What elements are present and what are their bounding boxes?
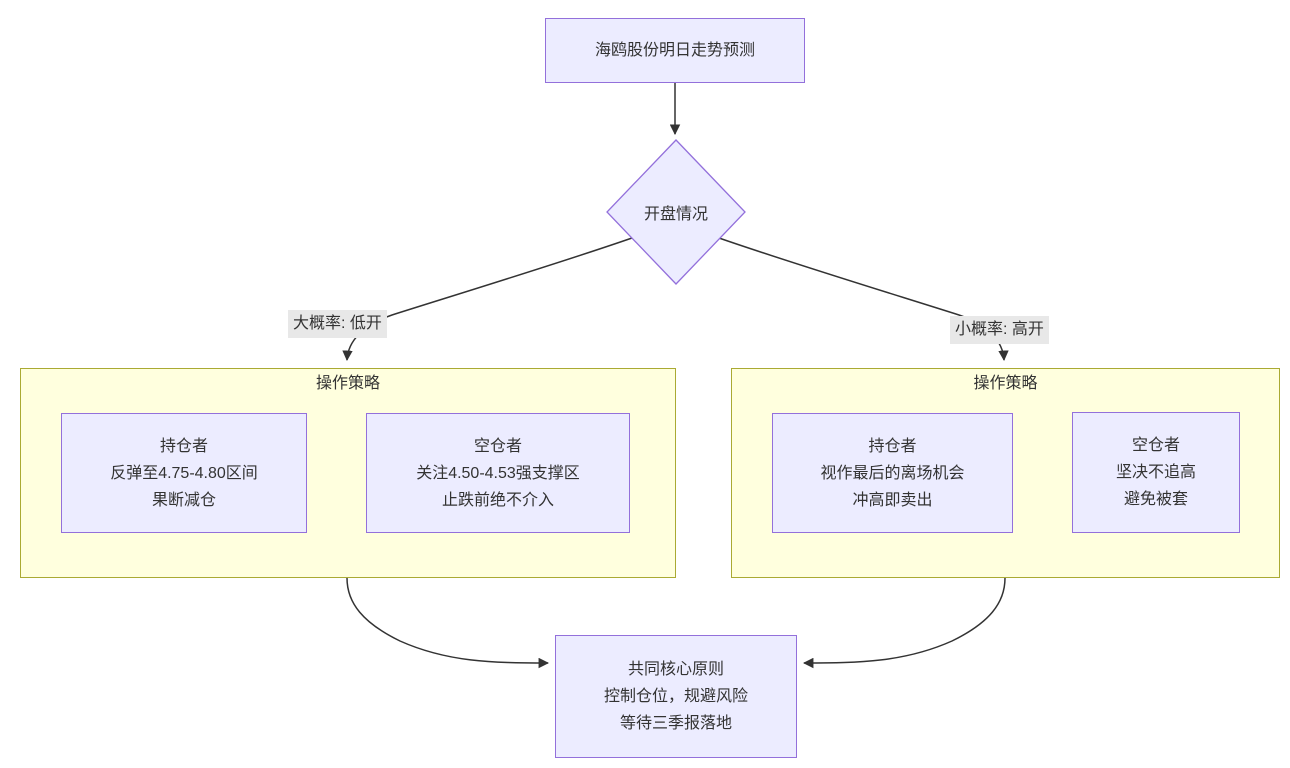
node-line: 视作最后的离场机会 — [820, 464, 965, 482]
node-line: 冲高即卖出 — [852, 491, 933, 509]
node-line: 关注4.50-4.53强支撑区 — [416, 464, 580, 482]
node-high-open-holders: 持仓者 视作最后的离场机会 冲高即卖出 — [772, 413, 1013, 533]
node-line: 等待三季报落地 — [619, 715, 732, 732]
edge-label-high-open: 小概率: 高开 — [950, 316, 1049, 344]
edge-low-cluster-to-conclusion — [346, 577, 550, 669]
node-line: 避免被套 — [1123, 491, 1188, 508]
node-line: 反弹至4.75-4.80区间 — [110, 464, 258, 482]
node-line: 止跌前绝不介入 — [441, 491, 554, 509]
node-line: 坚决不追高 — [1115, 464, 1196, 481]
cluster-high-open-title: 操作策略 — [973, 375, 1038, 392]
title-node: 海鸥股份明日走势预测 — [545, 18, 805, 83]
decision-node-label: 开盘情况 — [643, 206, 708, 223]
decision-diamond-shape — [606, 139, 746, 285]
node-high-open-empty: 空仓者 坚决不追高 避免被套 — [1072, 412, 1240, 533]
node-low-open-holders: 持仓者 反弹至4.75-4.80区间 果断减仓 — [61, 413, 307, 533]
conclusion-node: 共同核心原则 控制仓位，规避风险 等待三季报落地 — [555, 635, 797, 758]
edge-decision-to-low-cluster — [342, 237, 633, 362]
node-line: 共同核心原则 — [627, 661, 724, 678]
node-line: 持仓者 — [159, 437, 208, 455]
edge-high-cluster-to-conclusion — [802, 577, 1006, 669]
node-low-open-empty: 空仓者 关注4.50-4.53强支撑区 止跌前绝不介入 — [366, 413, 630, 533]
title-node-label: 海鸥股份明日走势预测 — [594, 42, 755, 59]
node-line: 空仓者 — [473, 437, 522, 455]
node-line: 控制仓位，规避风险 — [603, 688, 748, 705]
node-line: 空仓者 — [1131, 437, 1180, 454]
edge-label-low-open: 大概率: 低开 — [288, 310, 387, 338]
node-line: 果断减仓 — [151, 491, 216, 509]
cluster-low-open-title: 操作策略 — [315, 375, 380, 392]
node-line: 持仓者 — [868, 437, 917, 455]
